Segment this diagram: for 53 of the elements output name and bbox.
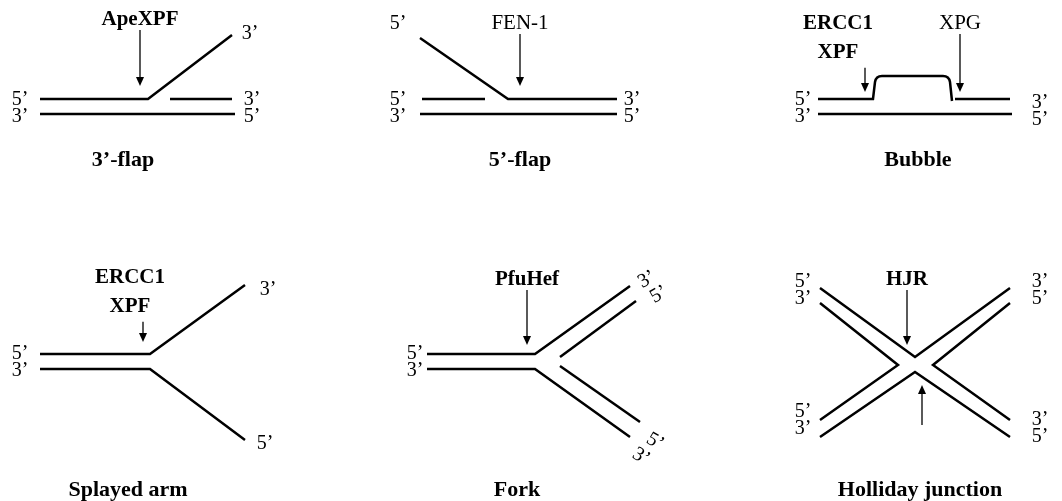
strand-end-label: 3’ xyxy=(11,105,29,125)
structure-caption: Bubble xyxy=(884,148,952,170)
cleavage-arrow xyxy=(956,33,964,92)
structure-caption: Holliday junction xyxy=(837,478,1003,500)
structure-caption: 5’-flap xyxy=(488,148,552,170)
enzyme-label: ERCC1 XPF xyxy=(802,8,874,67)
strand-end-label: 3’ xyxy=(259,278,277,298)
strand-end-label: 3’ xyxy=(243,88,261,108)
strand-end-label: 3’ xyxy=(1031,270,1049,290)
strand-end-label: 5’ xyxy=(11,88,29,108)
dna-strand-drawing xyxy=(818,74,1012,116)
cleavage-arrow xyxy=(903,289,911,345)
cleavage-arrow xyxy=(136,29,144,86)
strand-end-label: 5’ xyxy=(1031,108,1049,128)
strand-end-label: 5’ xyxy=(389,12,407,32)
strand-end-label: 5’ xyxy=(794,88,812,108)
strand-end-label: 5’ xyxy=(256,432,274,452)
enzyme-label: HJR xyxy=(886,268,928,289)
enzyme-label: PfuHef xyxy=(494,268,560,289)
enzyme-label: FEN-1 xyxy=(491,12,549,33)
strand-end-label: 3’ xyxy=(406,359,424,379)
strand-end-label: 3’ xyxy=(1031,91,1049,111)
strand-end-label: 5’ xyxy=(794,270,812,290)
cleavage-arrow xyxy=(516,33,524,86)
dna-strand-drawing xyxy=(819,287,1011,439)
strand-end-label: 5’ xyxy=(623,105,641,125)
strand-end-label: 5’ xyxy=(243,105,261,125)
cleavage-arrow xyxy=(861,67,869,92)
strand-end-label: 5’ xyxy=(389,88,407,108)
strand-end-label: 3’ xyxy=(389,105,407,125)
dna-strand-drawing xyxy=(419,36,617,116)
strand-end-label: 3’ xyxy=(241,22,259,42)
strand-end-label: 3’ xyxy=(623,88,641,108)
dna-strand-drawing xyxy=(40,34,235,116)
enzyme-label: ERCC1 XPF xyxy=(94,262,166,321)
structure-caption: Fork xyxy=(493,478,541,500)
strand-end-label: 5’ xyxy=(1031,287,1049,307)
cleavage-arrow xyxy=(523,289,531,345)
strand-end-label: 3’ xyxy=(794,417,812,437)
structure-caption: Splayed arm xyxy=(68,478,188,500)
strand-end-label: 3’ xyxy=(794,105,812,125)
strand-end-label: 5’ xyxy=(406,342,424,362)
cleavage-arrow xyxy=(139,321,147,342)
strand-end-label: 3’ xyxy=(1031,408,1049,428)
enzyme-label: ApeXPF xyxy=(101,8,179,29)
dna-strand-drawing xyxy=(40,284,246,441)
structure-caption: 3’-flap xyxy=(91,148,155,170)
strand-end-label: 3’ xyxy=(794,287,812,307)
strand-end-label: 5’ xyxy=(11,342,29,362)
strand-end-label: 5’ xyxy=(794,400,812,420)
strand-end-label: 3’ xyxy=(11,359,29,379)
enzyme-label: XPG xyxy=(939,12,981,33)
strand-end-label: 5’ xyxy=(1031,425,1049,445)
